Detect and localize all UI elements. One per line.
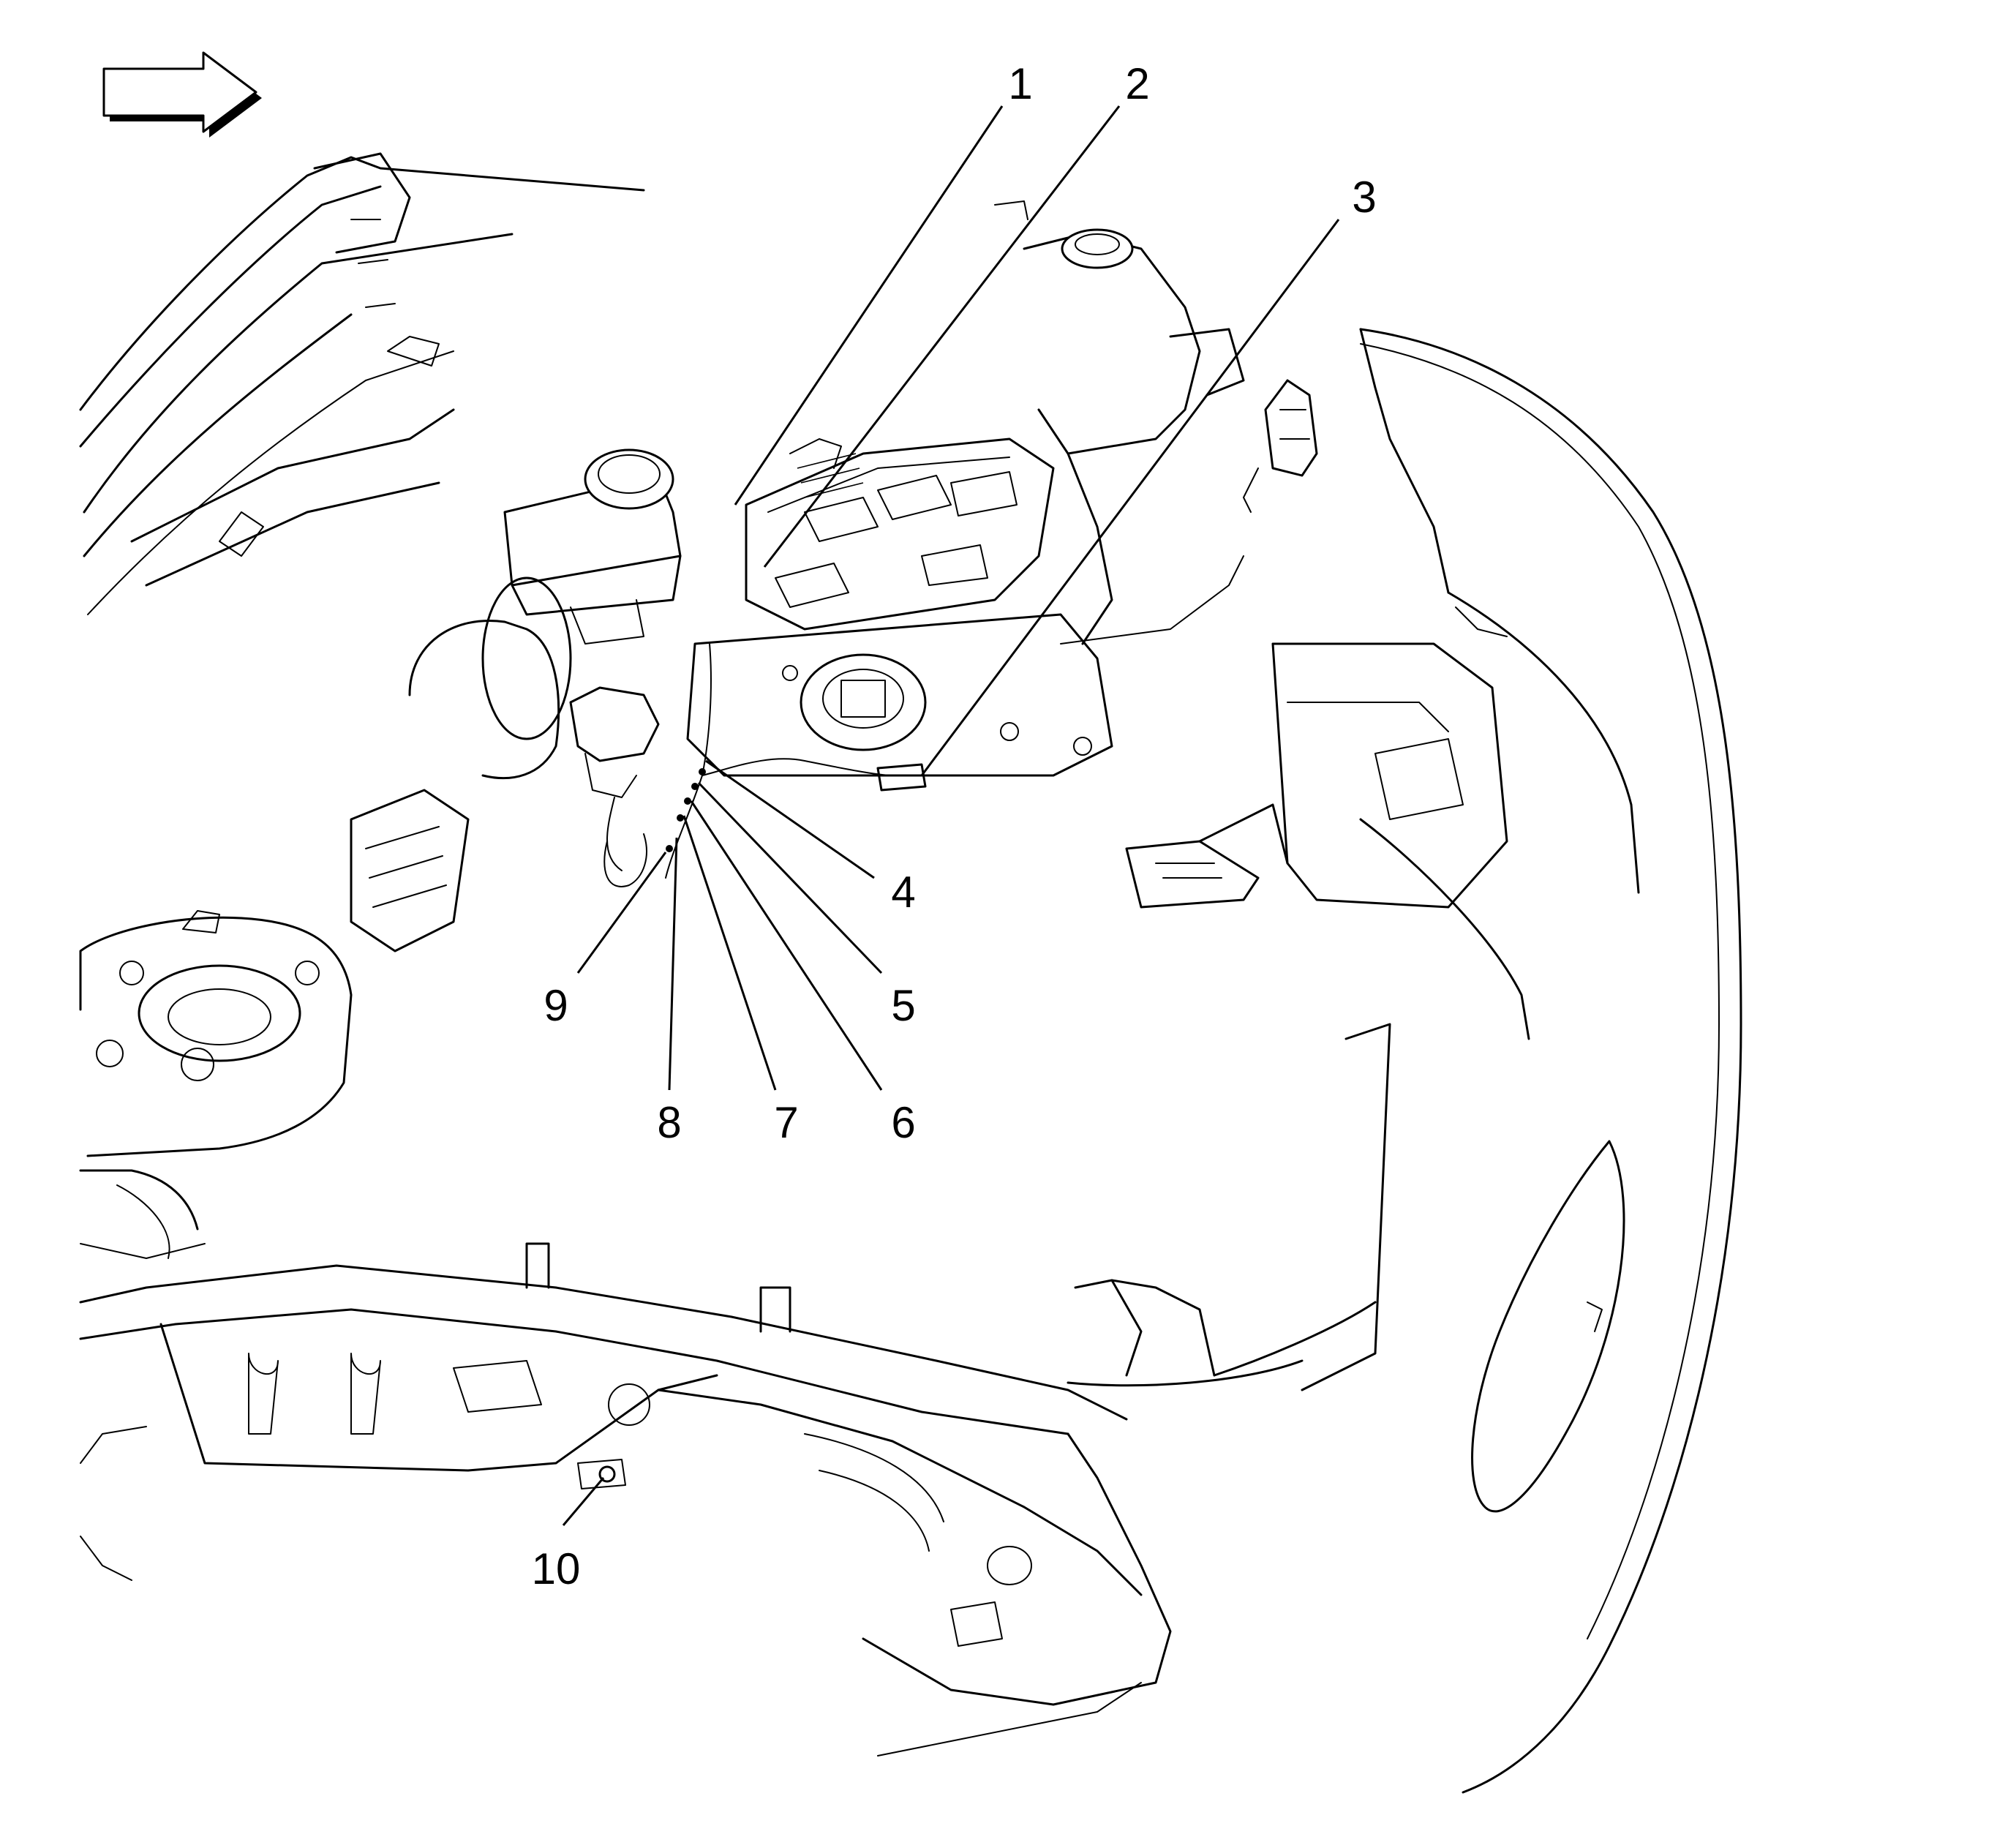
cowl-panel [79,152,645,615]
left-strut-tower [79,910,353,1157]
wiring-harness [603,643,927,887]
coolant-reservoir [994,200,1245,645]
callout-2: 2 [1125,59,1149,108]
callout-8: 8 [657,1098,681,1147]
left-inner-fender [79,789,470,1259]
callout-10: 10 [532,1544,581,1593]
callout-3: 3 [1352,173,1376,222]
callout-7: 7 [774,1098,798,1147]
callout-5: 5 [891,981,915,1030]
front-bumper-fascia [1067,328,1742,1794]
right-arrow-icon [102,51,262,138]
ground-bolt [577,1459,626,1489]
callout-1: 1 [1008,59,1032,108]
radiator-support-right [1125,642,1530,1040]
brake-master-cylinder [408,448,682,871]
vehicle-line-art [79,152,1742,1794]
callout-4: 4 [891,868,915,917]
callout-9: 9 [544,981,568,1030]
lower-frame-rail [79,1242,1216,1757]
cradle-center [686,613,1113,777]
callout-leaders [562,105,1340,1526]
callout-labels: 1 2 3 4 5 6 7 8 9 10 [532,59,1377,1593]
callout-6: 6 [891,1098,915,1147]
underhood-fuse-block [745,437,1055,631]
horn [1243,379,1318,513]
